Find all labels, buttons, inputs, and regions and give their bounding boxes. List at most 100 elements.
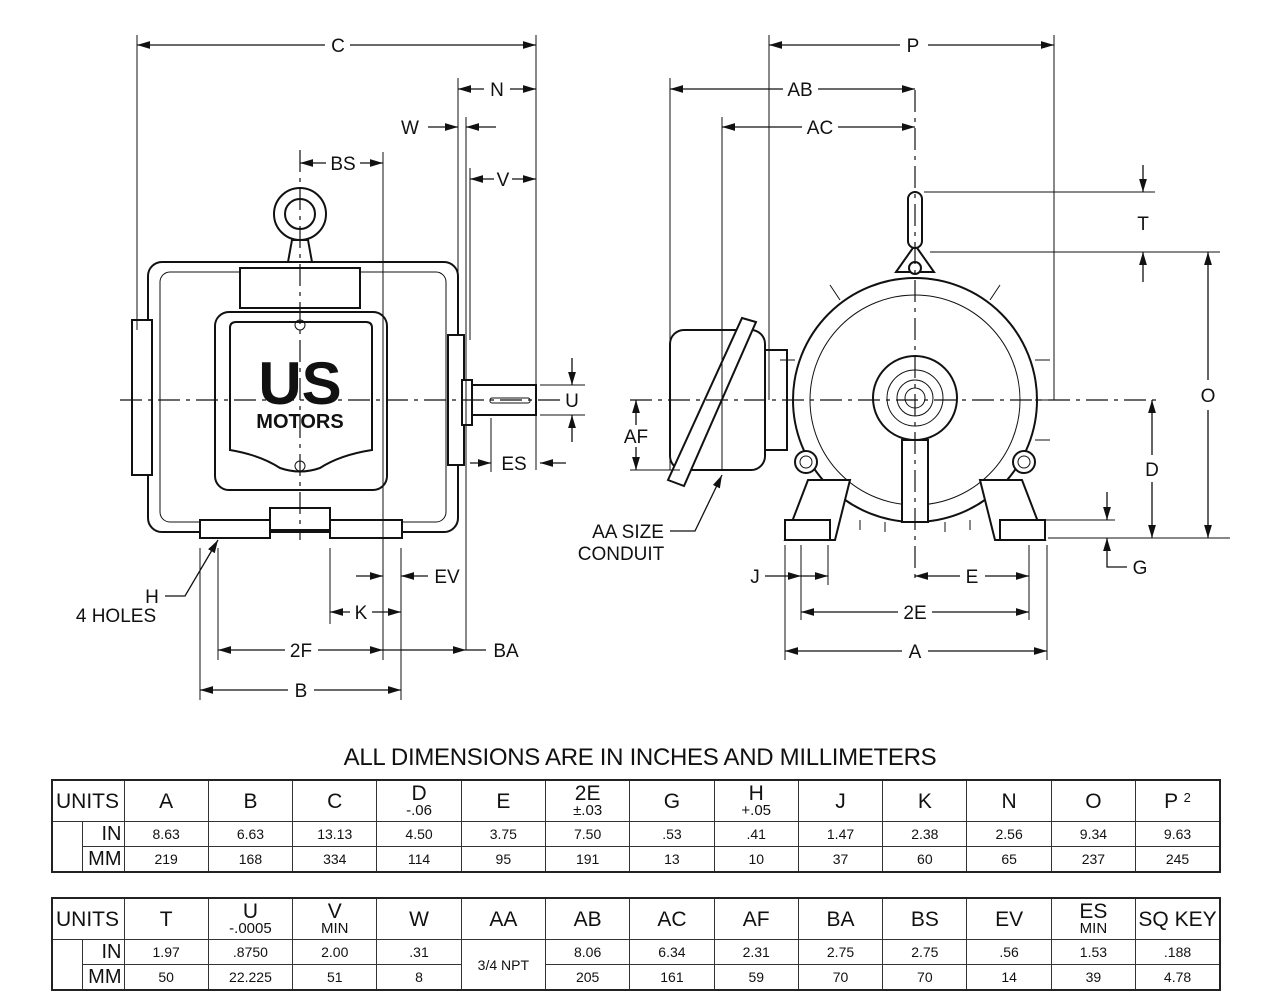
- cell-ab-mm: 205: [544, 964, 631, 991]
- column-header-w: W: [376, 897, 462, 940]
- column-name: SQ KEY: [1138, 907, 1217, 931]
- column-header-ev: EV: [966, 897, 1052, 940]
- column-tolerance: ±.03: [573, 802, 603, 819]
- cell-k-in: 2.38: [882, 821, 968, 847]
- column-name: N: [1001, 789, 1017, 813]
- cell-c-mm: 334: [292, 846, 378, 873]
- units-spacer: [51, 939, 83, 991]
- cell-e-in: 3.75: [460, 821, 546, 847]
- label-EV: EV: [434, 567, 460, 588]
- label-C: C: [331, 36, 345, 57]
- cell-u-in: .8750: [207, 939, 294, 965]
- column-name: G: [663, 789, 681, 813]
- column-name: U: [242, 900, 259, 923]
- column-name: A: [159, 789, 174, 813]
- cell-aa-merged: 3/4 NPT: [460, 939, 546, 991]
- label-D: D: [1145, 460, 1159, 481]
- cell-p-in: 9.63: [1135, 821, 1221, 847]
- label-H-note: 4 HOLES: [76, 606, 156, 627]
- cell-ac-in: 6.34: [629, 939, 715, 965]
- column-name: BS: [910, 907, 939, 931]
- cell-o-mm: 237: [1050, 846, 1137, 873]
- column-name: D: [411, 782, 427, 805]
- column-header-h: H+.05: [713, 779, 799, 822]
- cell-b-mm: 168: [207, 846, 294, 873]
- column-name: E: [496, 789, 511, 813]
- column-name: K: [917, 789, 932, 813]
- label-BA: BA: [493, 641, 519, 662]
- cell-t-in: 1.97: [123, 939, 209, 965]
- cell-2e-mm: 191: [544, 846, 631, 873]
- label-2F: 2F: [290, 641, 312, 662]
- label-V: V: [497, 170, 510, 191]
- label-H: H: [145, 587, 159, 608]
- label-AB: AB: [787, 80, 812, 101]
- column-header-c: C: [292, 779, 378, 822]
- cell-c-in: 13.13: [292, 821, 378, 847]
- cell-j-mm: 37: [797, 846, 884, 873]
- row-label-in: IN: [81, 939, 125, 965]
- label-G: G: [1133, 558, 1148, 579]
- column-header-n: N: [966, 779, 1052, 822]
- column-header-p: P 2: [1135, 779, 1221, 822]
- cell-ev-in: .56: [966, 939, 1052, 965]
- column-name: AB: [573, 907, 602, 931]
- column-tolerance: +.05: [741, 802, 772, 819]
- column-header-ab: AB: [544, 897, 631, 940]
- label-conduit: CONDUIT: [578, 544, 665, 565]
- column-header-o: O: [1050, 779, 1137, 822]
- motor-body-end: [666, 191, 1052, 541]
- column-name: AA: [489, 907, 518, 931]
- cell-sq-key-in: .188: [1135, 939, 1221, 965]
- cell-p-mm: 245: [1135, 846, 1221, 873]
- label-P: P: [907, 36, 920, 57]
- column-header-ba: BA: [797, 897, 884, 940]
- column-tolerance: -.06: [406, 802, 432, 819]
- cell-bs-in: 2.75: [882, 939, 968, 965]
- cell-a-mm: 219: [123, 846, 209, 873]
- label-W: W: [401, 118, 419, 139]
- label-2E: 2E: [903, 603, 926, 624]
- column-header-t: T: [123, 897, 209, 940]
- column-name: AC: [657, 907, 687, 931]
- cell-es-in: 1.53: [1050, 939, 1137, 965]
- label-T: T: [1137, 214, 1149, 235]
- column-name: P: [1164, 789, 1178, 813]
- column-header-e: E: [460, 779, 546, 822]
- cell-ba-in: 2.75: [797, 939, 884, 965]
- cell-sq-key-mm: 4.78: [1135, 964, 1221, 991]
- column-name: BA: [826, 907, 855, 931]
- column-header-a: A: [123, 779, 209, 822]
- side-view: US MOTORS C N W BS: [76, 35, 585, 702]
- label-A: A: [909, 642, 922, 663]
- cell-af-mm: 59: [713, 964, 799, 991]
- motor-body-side: [131, 187, 537, 539]
- cell-ac-mm: 161: [629, 964, 715, 991]
- end-view: P AB AC T O D G AF AA SIZE CONDUIT: [578, 35, 1230, 663]
- label-ES: ES: [501, 454, 526, 475]
- label-BS: BS: [330, 154, 355, 175]
- column-tolerance: MIN: [1079, 920, 1108, 937]
- column-tolerance: MIN: [320, 920, 349, 937]
- column-name: C: [327, 789, 343, 813]
- column-header-j: J: [797, 779, 884, 822]
- column-header-k: K: [882, 779, 968, 822]
- label-B: B: [295, 681, 308, 702]
- cell-g-in: .53: [629, 821, 715, 847]
- label-E: E: [966, 567, 979, 588]
- column-name: ES: [1079, 900, 1108, 923]
- cell-d-mm: 114: [376, 846, 462, 873]
- cell-h-in: .41: [713, 821, 799, 847]
- cell-bs-mm: 70: [882, 964, 968, 991]
- cell-es-mm: 39: [1050, 964, 1137, 991]
- units-spacer: [51, 821, 83, 873]
- label-K: K: [355, 603, 368, 624]
